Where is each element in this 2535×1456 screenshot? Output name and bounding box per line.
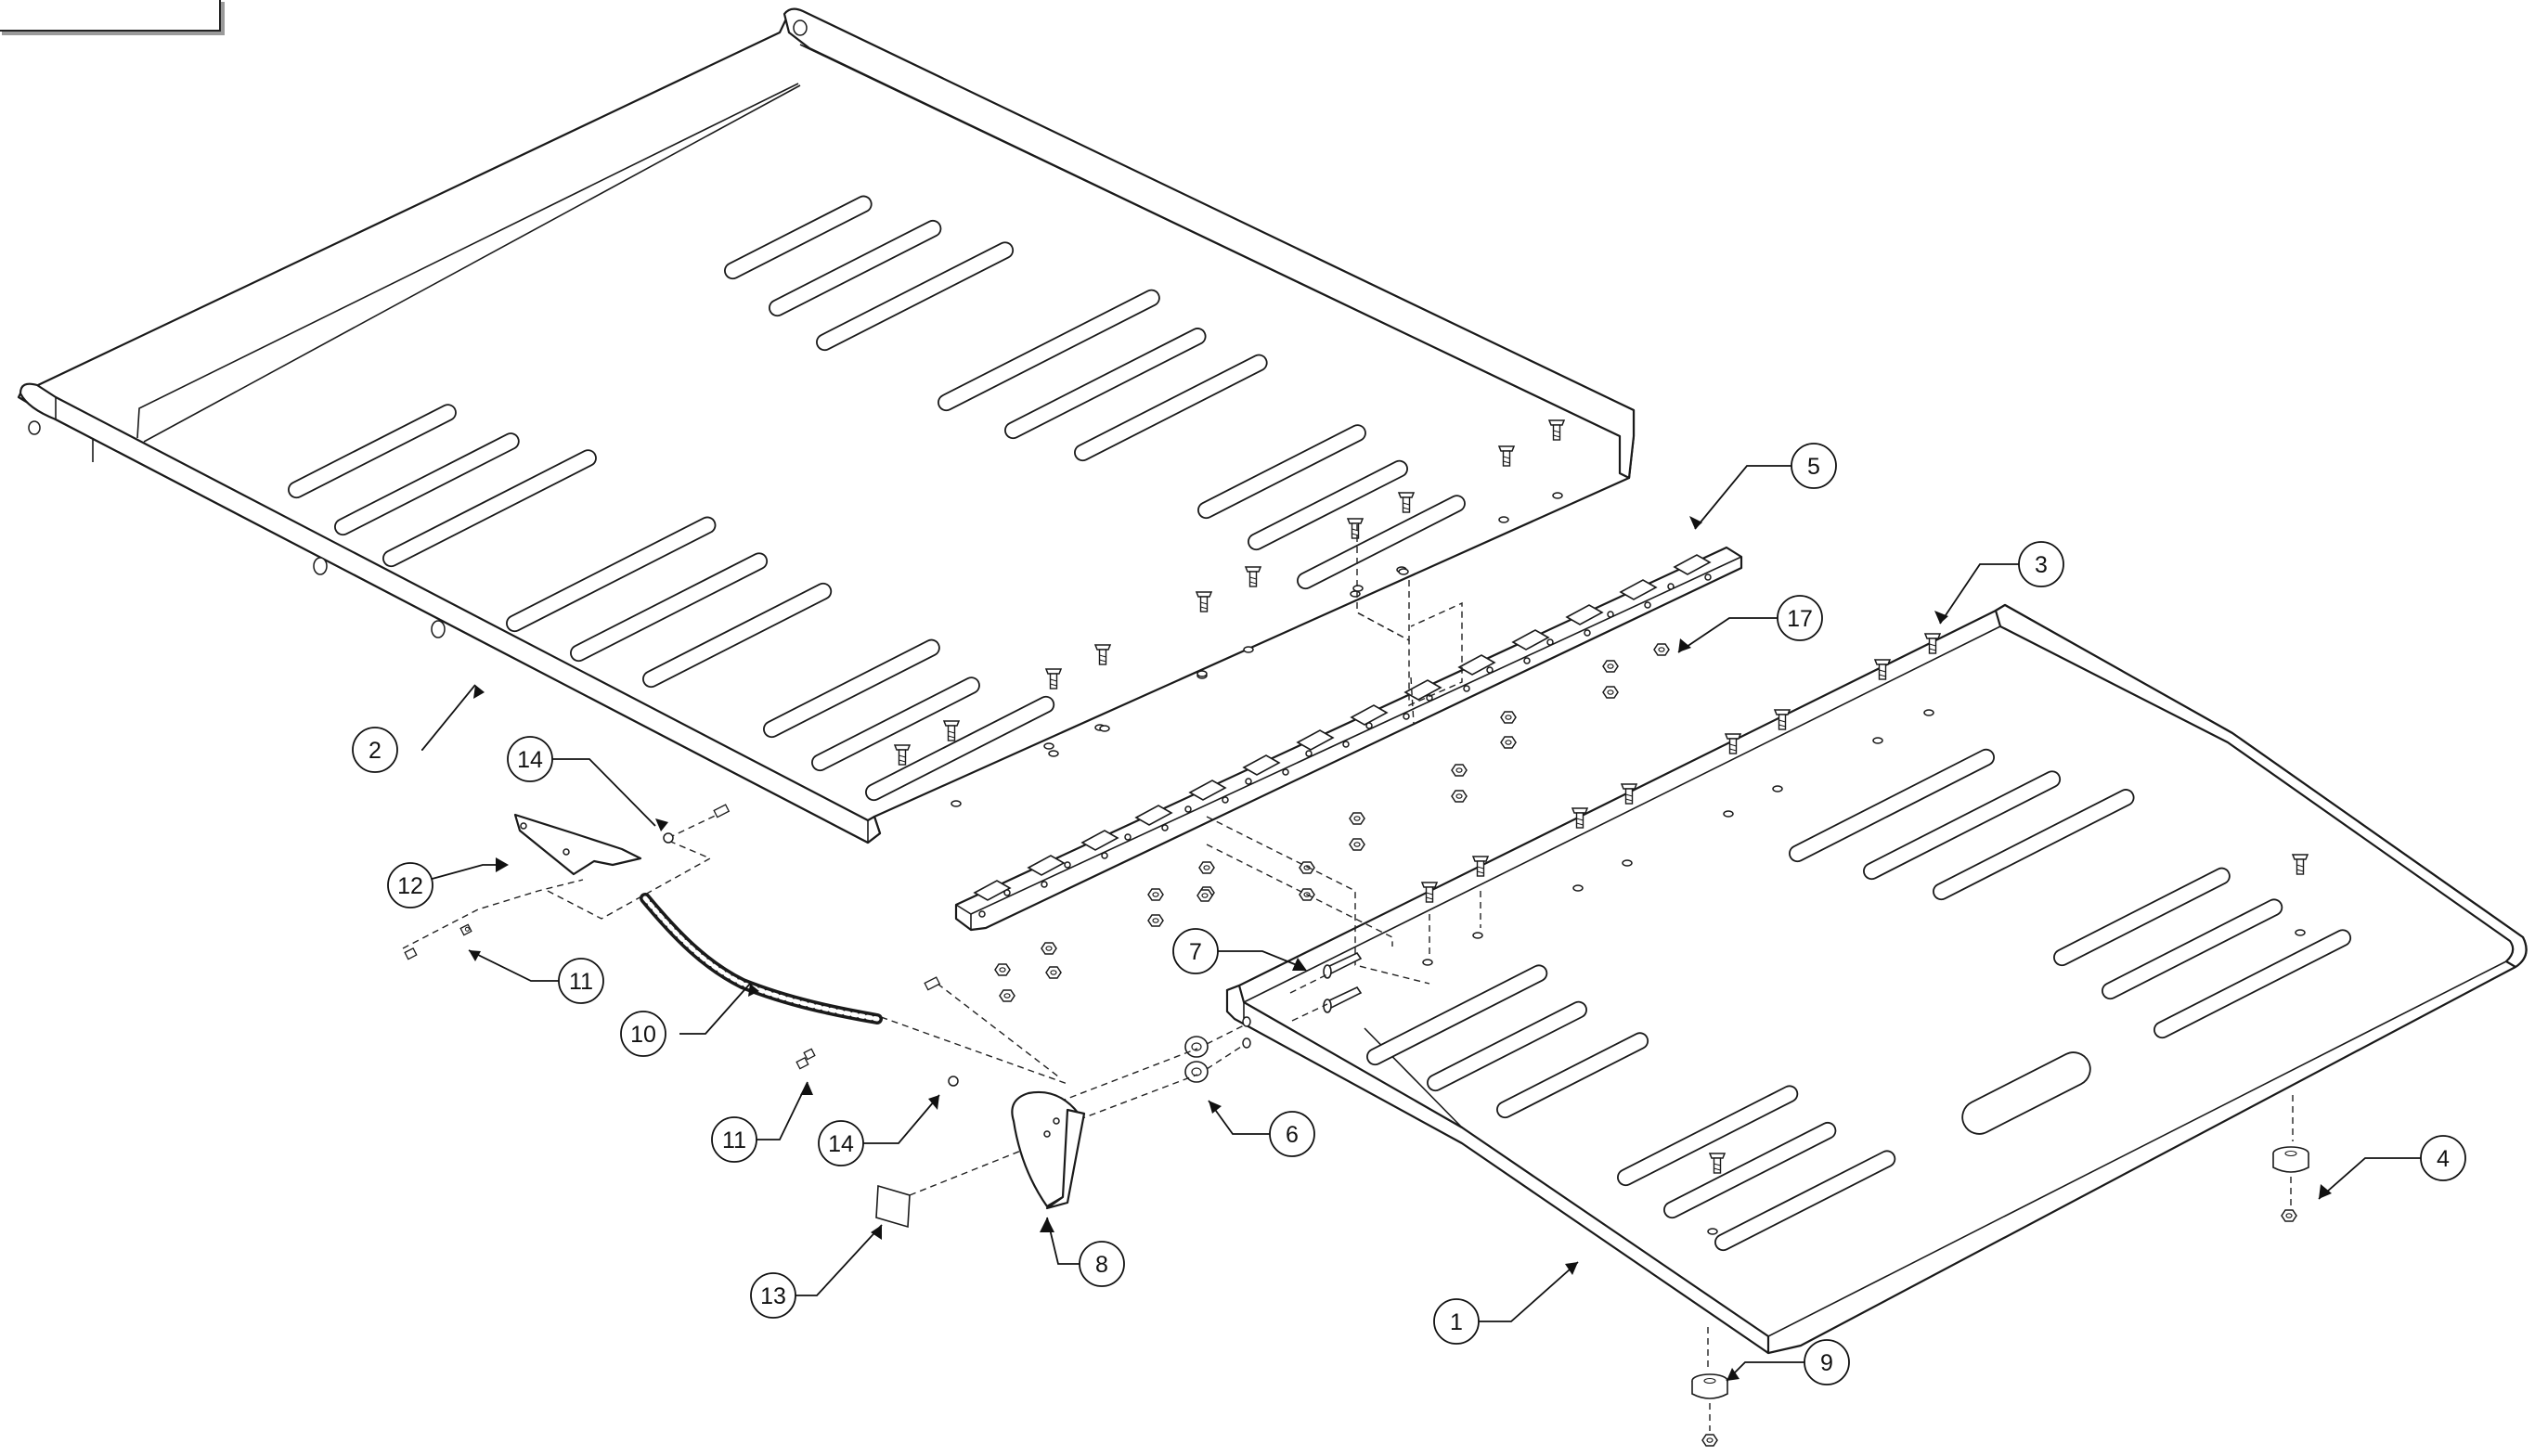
callout-3: 3 (2018, 541, 2064, 587)
tray-lower-mounting-holes (1422, 709, 2306, 1235)
callout-7: 7 (1172, 928, 1219, 974)
callout-label: 1 (1450, 1309, 1463, 1335)
tray-upper-slots (288, 195, 1466, 802)
callout-label: 11 (722, 1127, 746, 1153)
callout-label: 12 (397, 873, 423, 899)
callout-label: 2 (369, 738, 382, 764)
tray-upper-mounting-holes (951, 492, 1563, 807)
callout-11b: 11 (711, 1116, 757, 1163)
callout-label: 17 (1787, 606, 1813, 632)
callout-17: 17 (1777, 595, 1823, 641)
callout-label: 14 (828, 1131, 854, 1157)
hinge-holes (978, 573, 1712, 918)
callout-12: 12 (387, 862, 433, 908)
callout-14a: 14 (507, 736, 553, 782)
callout-label: 6 (1286, 1122, 1299, 1148)
callout-label: 7 (1189, 939, 1202, 965)
leader-arrowheads (469, 516, 2332, 1381)
tray-lower-part-1 (1225, 603, 2528, 1355)
tray-upper-part-2 (17, 7, 1636, 844)
callout-1: 1 (1433, 1298, 1480, 1345)
sprocket-part-8 (1011, 1090, 1086, 1210)
callout-2: 2 (352, 727, 398, 773)
callout-label: 3 (2035, 552, 2048, 578)
chain-part-10 (640, 893, 883, 1024)
callout-6: 6 (1269, 1111, 1315, 1157)
callout-9: 9 (1804, 1339, 1850, 1385)
bracket-part-12 (513, 813, 642, 876)
bumper-part-9 (1691, 1327, 1728, 1447)
washers-part-6 (1184, 1036, 1209, 1083)
callout-14b: 14 (818, 1120, 864, 1166)
callout-label: 14 (517, 747, 543, 773)
callout-label: 9 (1820, 1350, 1833, 1376)
callout-13: 13 (750, 1272, 796, 1319)
pins-part-7 (1289, 951, 1363, 1022)
callout-11a: 11 (558, 958, 604, 1004)
callout-label: 10 (630, 1022, 656, 1048)
title-block-corner (0, 0, 221, 32)
callout-label: 5 (1807, 454, 1820, 480)
leader-lines (407, 465, 2421, 1382)
callout-label: 4 (2437, 1146, 2450, 1172)
piano-hinge-part-5 (954, 546, 1743, 932)
hinge-dashed-alignment (1206, 524, 1481, 985)
callout-label: 13 (760, 1283, 786, 1309)
tray-lower-slots (1366, 748, 2352, 1252)
callout-label: 11 (569, 969, 593, 995)
bumper-part-4 (2272, 1095, 2309, 1222)
callout-5: 5 (1791, 443, 1837, 489)
callout-8: 8 (1079, 1241, 1125, 1287)
callout-4: 4 (2420, 1135, 2466, 1181)
small-fasteners (404, 804, 959, 1087)
callout-label: 8 (1095, 1252, 1108, 1278)
label-plate-part-13 (875, 1184, 911, 1229)
callout-10: 10 (620, 1011, 666, 1057)
